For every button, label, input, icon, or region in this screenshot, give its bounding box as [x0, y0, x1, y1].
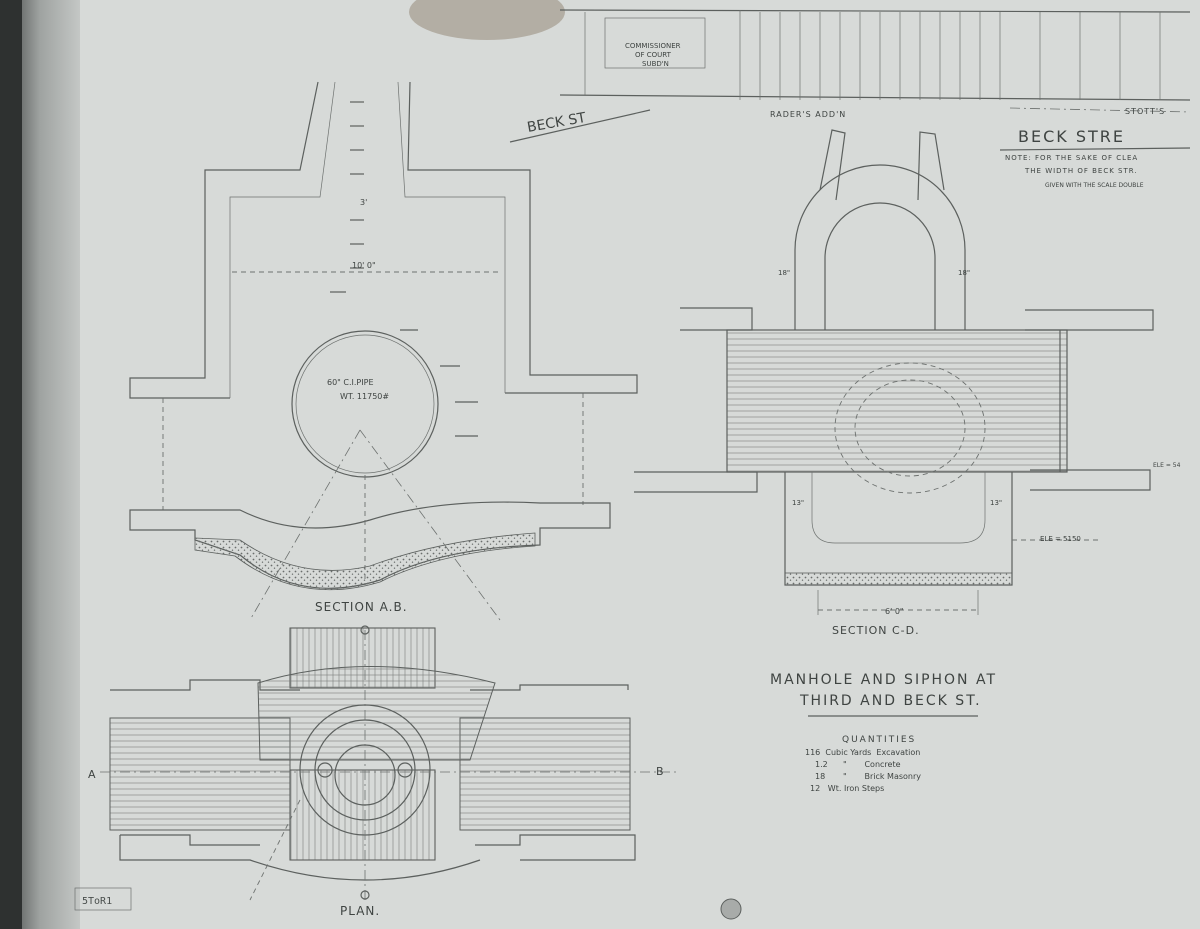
stamp-text: 5ToR1	[82, 896, 112, 907]
quantity-row-3: 18 " Brick Masonry	[815, 772, 921, 781]
stamp-box	[74, 887, 132, 911]
point-b: B	[656, 765, 664, 778]
section-cd-drawing	[634, 129, 1154, 615]
paper-stain	[409, 0, 565, 40]
pipe-label-2: WT. 11750#	[340, 392, 389, 401]
subdivision-label: SUBD'N	[642, 60, 669, 68]
drawing-title-line-1: MANHOLE AND SIPHON AT	[770, 672, 997, 688]
pipe-label-1: 60" C.I.PIPE	[327, 378, 374, 387]
note-line-2: THE WIDTH OF BECK STR.	[1024, 167, 1138, 175]
pin-hole	[720, 898, 742, 920]
stotts-label: STOTT'S	[1125, 107, 1165, 116]
rader-add-label: RADER'S ADD'N	[770, 110, 846, 119]
dim-18-left: 18"	[778, 269, 790, 277]
plan-drawing	[100, 625, 680, 901]
plan-title: PLAN.	[340, 904, 380, 918]
sheet-binding	[0, 0, 22, 929]
section-cd-title: SECTION C-D.	[832, 624, 920, 637]
quantity-row-4: 12 Wt. Iron Steps	[810, 784, 884, 793]
dim-3: 3'	[360, 198, 367, 207]
dim-6-0: 6' 0"	[885, 607, 904, 616]
note-line-3: GIVEN WITH THE SCALE DOUBLE	[1045, 182, 1144, 189]
elevation-5150: ELE = 5150	[1040, 535, 1081, 543]
of-court-label: OF COURT	[635, 51, 672, 59]
dim-13-left: 13"	[792, 499, 804, 507]
beck-street-label: BECK STRE	[1018, 127, 1125, 146]
elevation-54: ELE = 54	[1153, 462, 1181, 469]
section-ab-drawing	[129, 81, 638, 621]
commissioner-label: COMMISSIONER	[625, 42, 681, 50]
dim-18-right: 18"	[958, 269, 970, 277]
dim-10-0: 10' 0"	[352, 261, 376, 270]
quantity-row-1: 116 Cubic Yards Excavation	[805, 748, 920, 757]
street-map	[509, 9, 1191, 151]
quantity-row-2: 1.2 " Concrete	[815, 760, 901, 769]
quantities-heading: QUANTITIES	[842, 735, 916, 745]
note-line-1: NOTE: FOR THE SAKE OF CLEA	[1005, 154, 1138, 162]
dim-13-right: 13"	[990, 499, 1002, 507]
point-a: A	[88, 768, 96, 781]
drawing-title-line-2: THIRD AND BECK ST.	[799, 693, 982, 709]
section-ab-title: SECTION A.B.	[315, 600, 408, 614]
